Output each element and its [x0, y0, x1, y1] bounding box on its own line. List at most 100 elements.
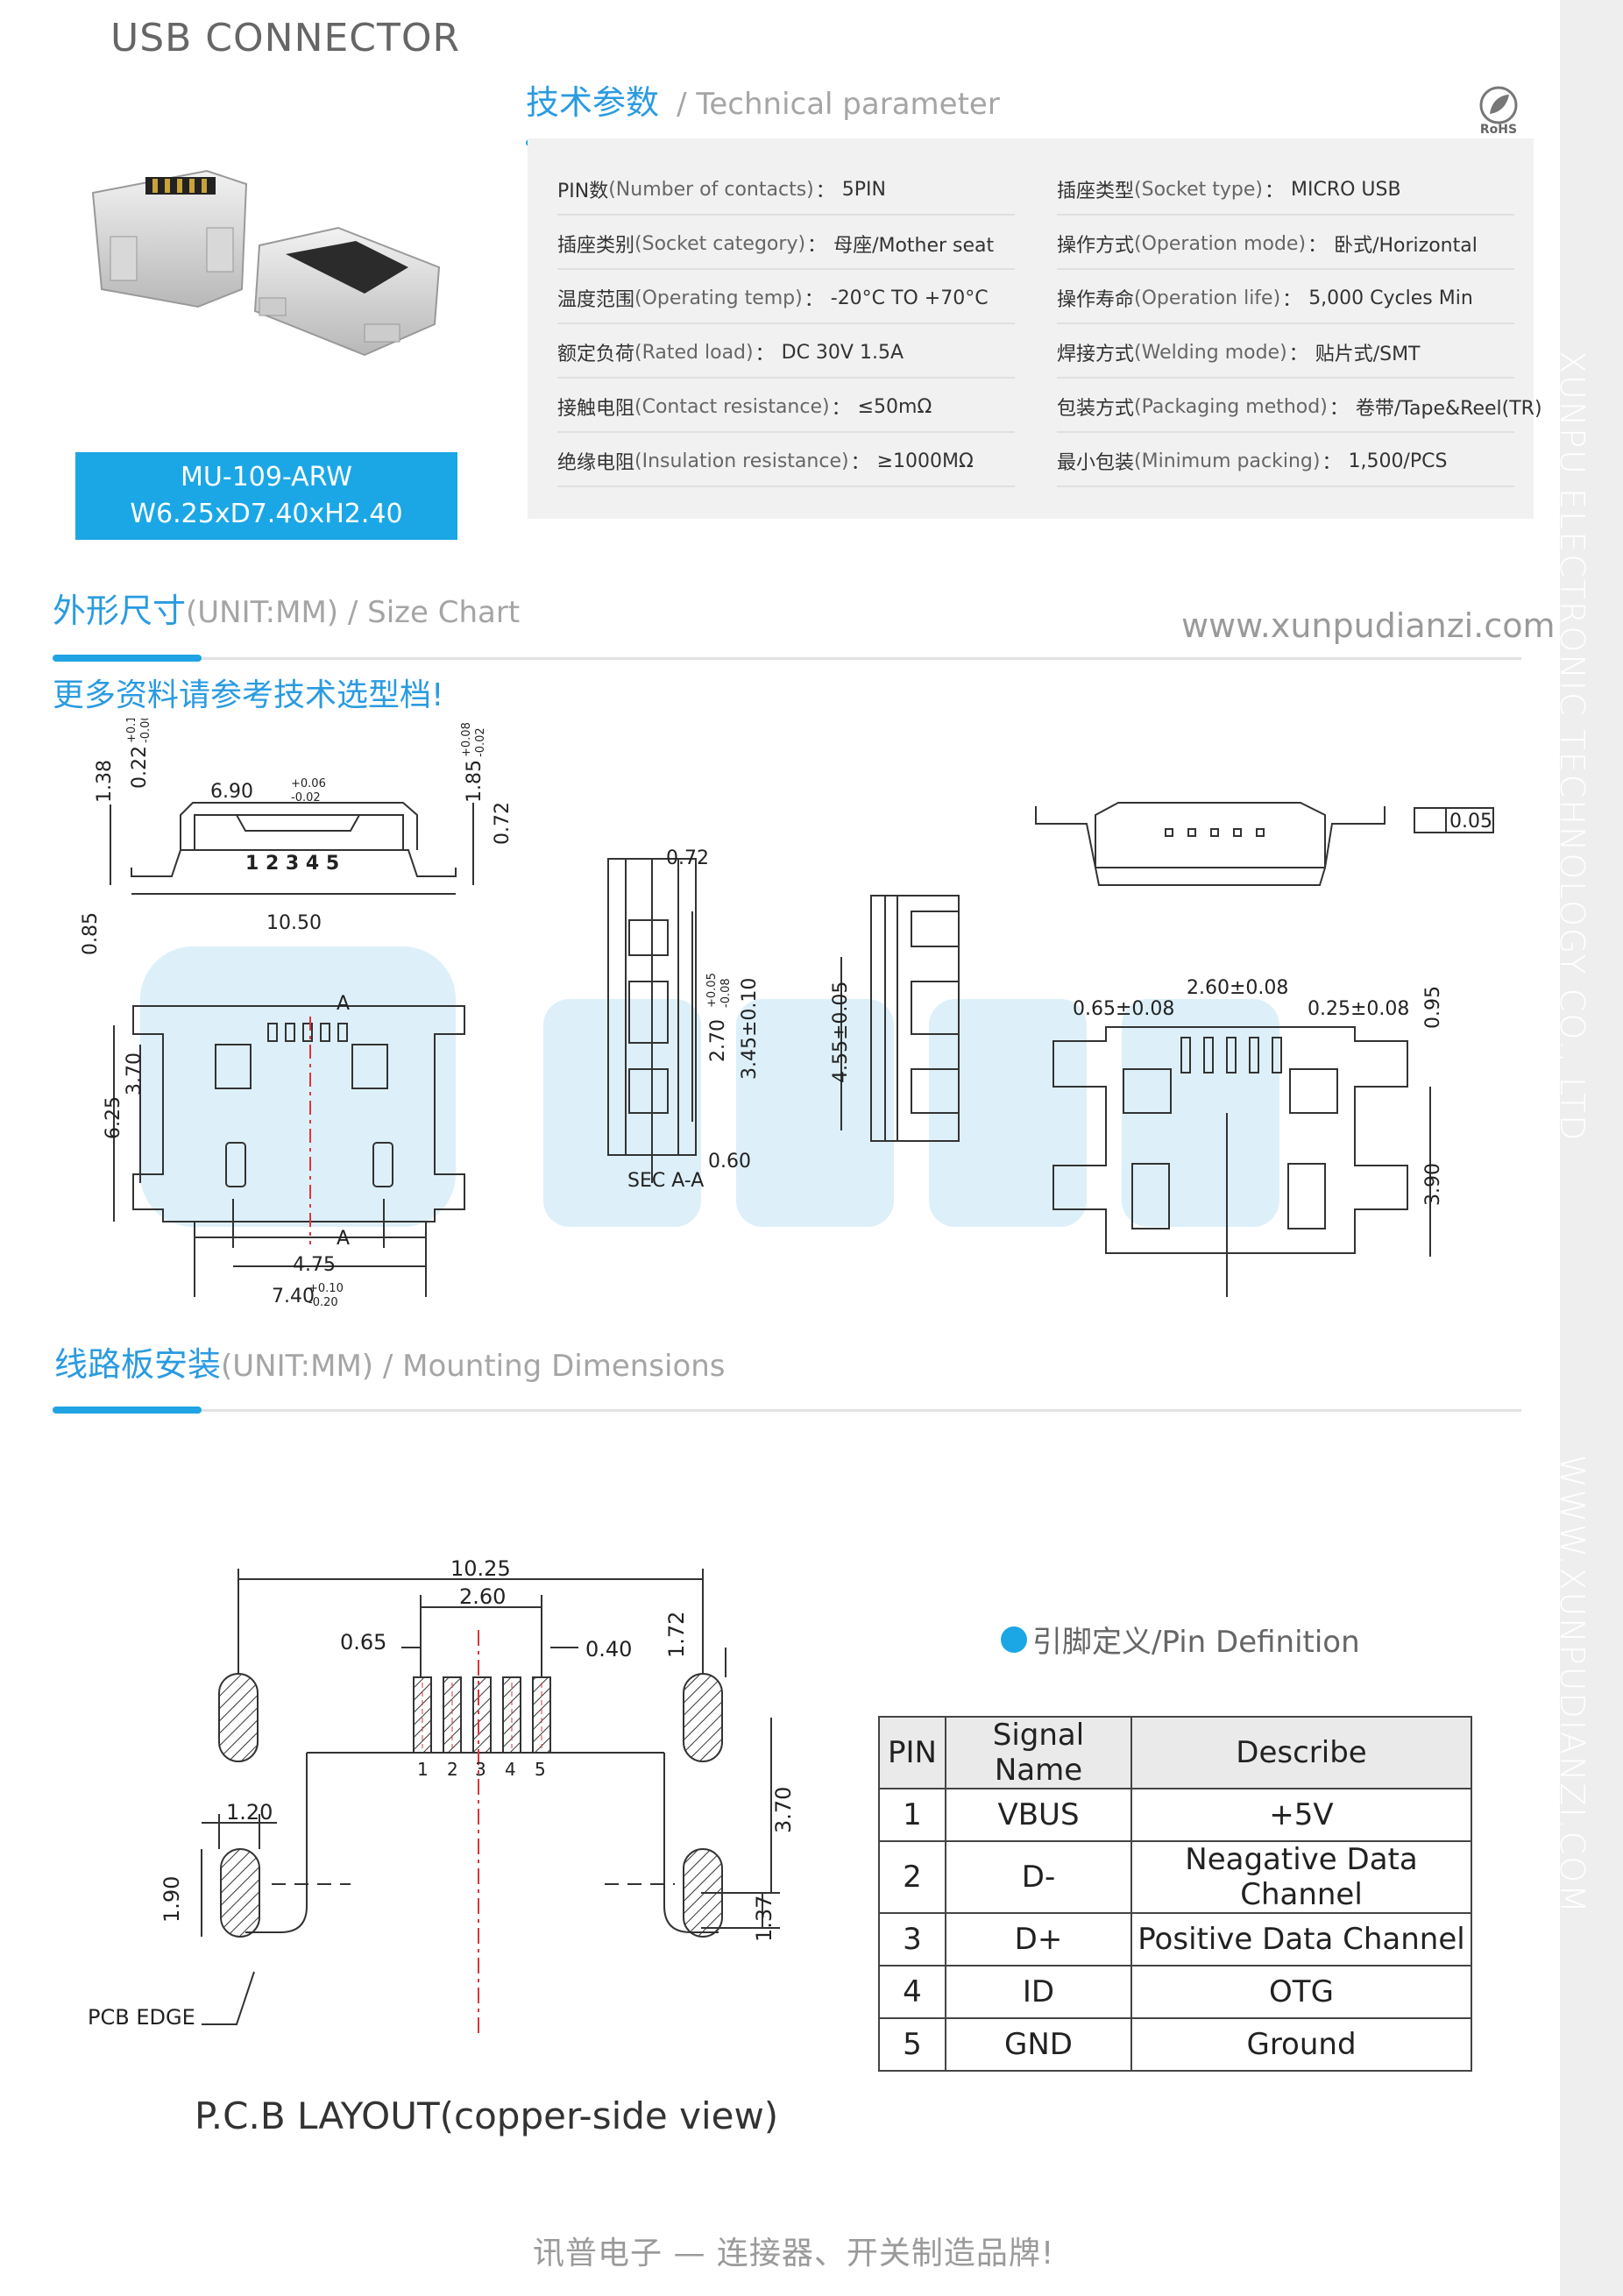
leaf-icon [1490, 95, 1509, 114]
product-photo [91, 169, 441, 357]
model-name: MU-109-ARW [181, 462, 352, 493]
cell-describe: Positive Data Channel [1130, 1912, 1472, 1966]
pad-label-4: 4 [505, 1759, 516, 1780]
param-left-2: 插座类别(Socket category)：母座/Mother seat [557, 219, 1015, 270]
section-mark-a-bottom: A [337, 1228, 350, 1250]
dim-345: 3.45±0.10 [739, 978, 761, 1080]
pcb-layout-caption: P.C.B LAYOUT(copper-side view) [195, 2094, 779, 2137]
header-describe: Describe [1130, 1716, 1472, 1789]
cell-signal: D+ [945, 1912, 1132, 1966]
dim-740: 7.40 [272, 1286, 315, 1307]
dim-065: 0.65 [340, 1630, 386, 1655]
size-title-zh: 外形尺寸 [53, 592, 187, 630]
tech-title-en: / Technical parameter [677, 87, 1000, 122]
watermark-logo [140, 946, 1279, 1227]
header-pin: PIN [878, 1716, 946, 1789]
pcb-edge-label: PCB EDGE [88, 2005, 195, 2030]
dim-138: 1.38 [94, 760, 116, 803]
param-right-4: 焊接方式(Welding mode)：贴片式/SMT [1057, 328, 1514, 379]
dim-270-tol-dn: -0.08 [719, 978, 733, 1008]
param-right-5: 包装方式(Packaging method)：卷带/Tape&Reel(TR) [1057, 382, 1542, 433]
dim-095: 0.95 [1422, 986, 1444, 1029]
cell-describe: OTG [1130, 1965, 1472, 2019]
table-header-row: PIN Signal Name Describe [878, 1716, 1472, 1789]
dim-072-front: 0.72 [492, 802, 514, 845]
dim-025: 0.25±0.08 [1308, 998, 1409, 1020]
mounting-underline [53, 1407, 1521, 1414]
cell-signal: VBUS [945, 1788, 1132, 1842]
tech-heading: 技术参数 / Technical parameter [526, 75, 1000, 124]
cell-signal: D- [945, 1840, 1132, 1914]
cell-describe: Ground [1130, 2017, 1472, 2072]
dim-455: 4.55±0.05 [830, 981, 852, 1083]
dim-022-tol-up: +0.10 [125, 719, 138, 743]
dim-260: 2.60 [459, 1584, 506, 1609]
dim-270: 2.70 [707, 1019, 729, 1062]
mounting-heading: 线路板安装(UNIT:MM) / Mounting Dimensions [54, 1337, 726, 1385]
cell-pin: 2 [878, 1840, 946, 1914]
pad-label-1: 1 [417, 1759, 429, 1780]
dim-740-tol-dn: -0.20 [308, 1296, 338, 1309]
tech-title-zh: 技术参数 [526, 83, 660, 122]
size-chart-drawing: 6.90 +0.06 -0.02 1.38 0.22 +0.10 -0.00 1… [80, 719, 1494, 1309]
dim-370-body: 3.70 [124, 1052, 145, 1095]
bullet-dot-icon [1001, 1626, 1027, 1653]
size-title-en: (UNIT:MM) / Size Chart [186, 595, 521, 630]
param-left-5: 接触电阻(Contact resistance)：≤50mΩ [557, 382, 1015, 433]
footer-slogan: 讯普电子 — 连接器、开关制造品牌! [533, 2236, 1055, 2271]
mount-title-zh: 线路板安装 [54, 1345, 222, 1384]
header-signal: Signal Name [945, 1716, 1132, 1789]
dim-120: 1.20 [226, 1800, 273, 1825]
cell-pin: 3 [878, 1912, 946, 1966]
dim-185-tol-up: +0.08 [460, 722, 473, 757]
website-text: www.xunpudianzi.com [1181, 606, 1556, 645]
cell-pin: 1 [878, 1788, 946, 1842]
pad-label-5: 5 [535, 1759, 546, 1780]
dim-060: 0.60 [708, 1151, 751, 1173]
dim-185: 1.85 [464, 760, 485, 803]
section-label: SEC A-A [627, 1170, 704, 1192]
param-right-1: 插座类型(Socket type) ：MICRO USB [1057, 165, 1514, 216]
dim-137: 1.37 [752, 1896, 776, 1942]
dim-1050: 10.50 [266, 912, 322, 934]
flatness-tolerance: 0.05 [1449, 811, 1492, 833]
dim-1025: 10.25 [450, 1560, 511, 1581]
param-left-4: 额定负荷(Rated load)：DC 30V 1.5A [557, 328, 1015, 379]
pad-label-2: 2 [447, 1759, 458, 1780]
cell-signal: GND [945, 2017, 1132, 2072]
param-right-3: 操作寿命(Operation life)：5,000 Cycles Min [1057, 273, 1514, 324]
dim-740-tol-up: +0.10 [308, 1282, 344, 1295]
model-box: MU-109-ARW W6.25xD7.40xH2.40 [75, 452, 457, 540]
dim-022: 0.22 [129, 746, 151, 789]
dim-270-tol-up: +0.05 [705, 973, 719, 1008]
dim-085: 0.85 [80, 912, 102, 955]
dim-690-tol-dn: -0.02 [291, 791, 321, 804]
param-left-6: 绝缘电阻(Insulation resistance)：≥1000MΩ [557, 436, 1015, 487]
dim-190: 1.90 [159, 1876, 184, 1923]
cell-describe: +5V [1130, 1788, 1472, 1842]
dim-185-tol-dn: -0.02 [474, 727, 487, 757]
dim-040: 0.40 [585, 1637, 632, 1662]
pad-label-3: 3 [475, 1759, 486, 1780]
cell-describe: Neagative Data Channel [1130, 1840, 1472, 1914]
dim-065-pitch: 0.65±0.08 [1073, 998, 1174, 1020]
page-title: USB CONNECTOR [110, 16, 461, 60]
dim-172: 1.72 [664, 1612, 689, 1658]
pin-definition-title: 引脚定义/Pin Definition [1001, 1618, 1360, 1661]
param-left-1: PIN数(Number of contacts) ：5PIN [557, 165, 1015, 216]
dim-370: 3.70 [771, 1787, 796, 1833]
pcb-layout-drawing: 10.25 2.60 0.65 0.40 1.72 1.20 1.90 3.70… [88, 1560, 796, 2033]
mount-title-en: (UNIT:MM) / Mounting Dimensions [221, 1349, 726, 1384]
dim-625: 6.25 [103, 1096, 124, 1139]
dim-390: 3.90 [1422, 1163, 1444, 1206]
param-left-3: 温度范围(Operating temp)：-20°C TO +70°C [557, 273, 1015, 324]
dim-690: 6.90 [210, 781, 253, 803]
pin-numbers: 1 2 3 4 5 [245, 853, 339, 875]
dim-072-section: 0.72 [666, 847, 709, 869]
model-size: W6.25xD7.40xH2.40 [130, 499, 403, 529]
param-right-2: 操作方式(Operation mode)：卧式/Horizontal [1057, 219, 1514, 270]
